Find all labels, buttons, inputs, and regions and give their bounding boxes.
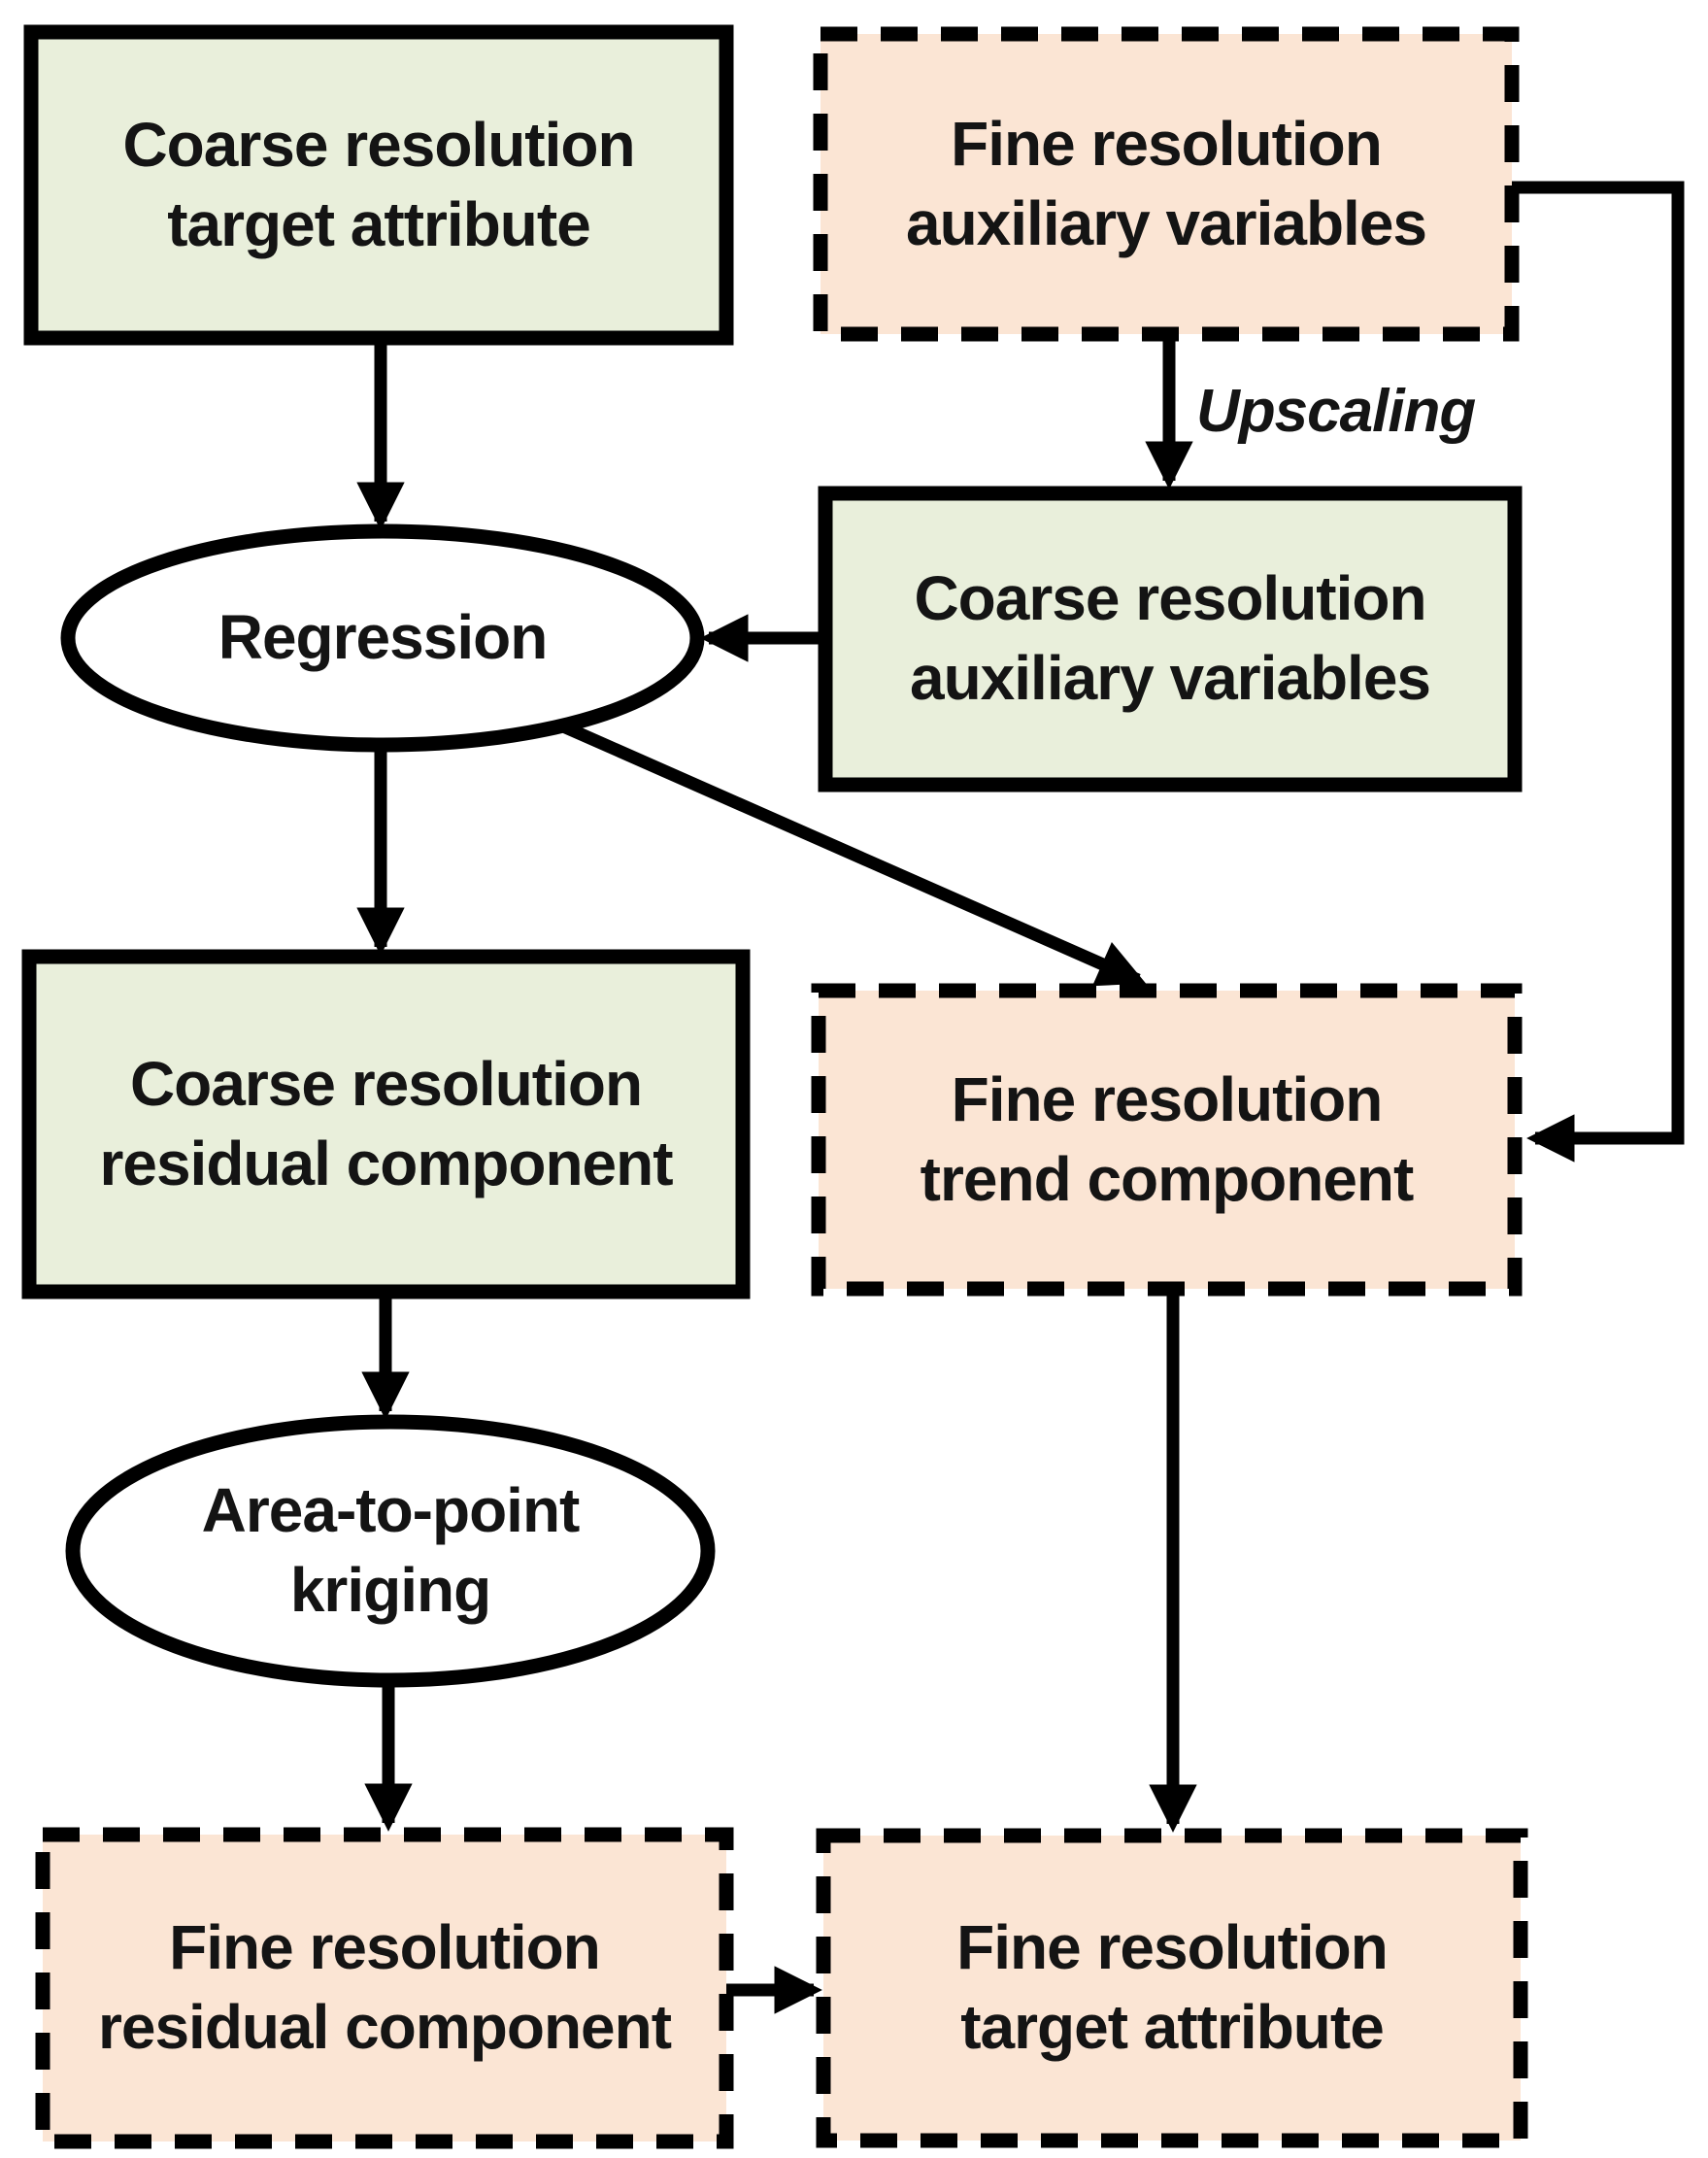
arrow-fine-aux-to-fine-trend-elbow [1512,181,1685,1163]
coarse-target-box [23,24,734,346]
regression-ellipse [60,523,705,753]
arrow-regression-to-fine-trend [558,720,1147,987]
fine-aux-box [813,26,1520,342]
fine-target-box [816,1828,1528,2148]
coarse-aux-box [818,486,1523,792]
fine-residual-box [35,1827,734,2149]
atp-kriging-ellipse [65,1414,716,1688]
coarse-residual-box [21,949,751,1299]
fine-trend-box [811,983,1523,1297]
